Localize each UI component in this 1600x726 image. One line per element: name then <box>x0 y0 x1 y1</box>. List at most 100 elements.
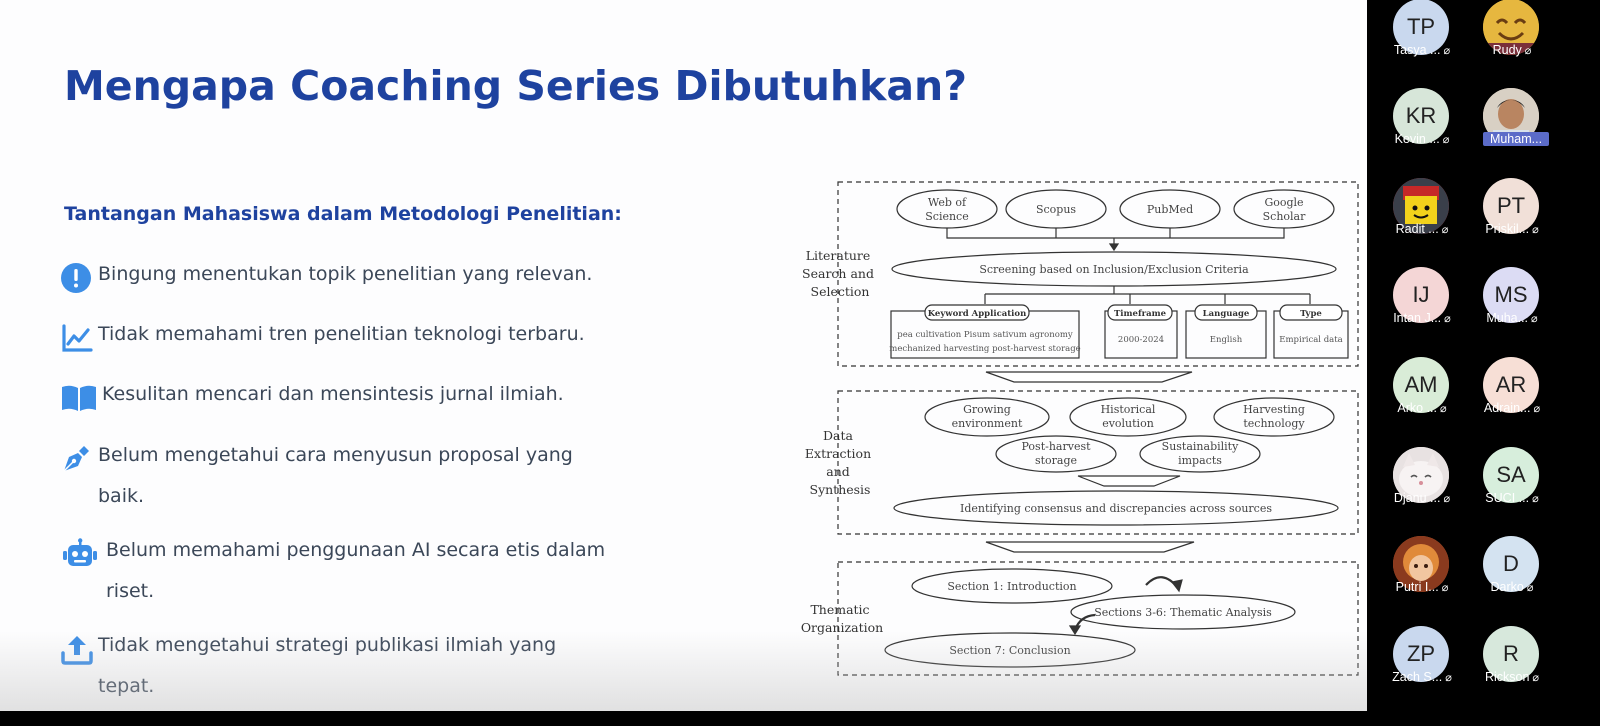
bullet-item: Tidak mengetahui strategi publikasi ilmi… <box>60 631 556 707</box>
participant-avatar: ZP <box>1393 626 1449 682</box>
participant-avatar <box>1393 447 1449 503</box>
phase1-label: Literature Search and Selection <box>802 248 878 299</box>
svg-text:English: English <box>1210 335 1243 345</box>
participant-tile[interactable]: Djanu ...⌀ <box>1377 445 1467 531</box>
participant-name: Adrain...⌀ <box>1483 401 1541 415</box>
participant-avatar: D <box>1483 536 1539 592</box>
source-pubmed: PubMed <box>1147 203 1193 216</box>
bullet-text: Tidak memahami tren penelitian teknologi… <box>98 323 585 345</box>
source-scopus: Scopus <box>1036 203 1076 216</box>
participant-avatar: MS <box>1483 267 1539 323</box>
phase1-box <box>837 181 1359 367</box>
mic-muted-icon: ⌀ <box>1532 224 1539 236</box>
participant-name: Muham... <box>1483 132 1549 146</box>
participant-name: Muha...⌀ <box>1486 311 1538 325</box>
phase3-box <box>837 561 1359 676</box>
section-conclusion: Section 7: Conclusion <box>949 644 1070 657</box>
synthesis-text: Identifying consensus and discrepancies … <box>960 502 1272 515</box>
svg-text:Language: Language <box>1203 309 1250 319</box>
svg-text:pea cultivation Pisum sati: pea cultivation Pisum sativum agronomy <box>897 330 1073 340</box>
participant-name: Djanu ...⌀ <box>1393 491 1451 505</box>
bullet-item: Belum memahami penggunaan AI secara etis… <box>60 536 605 612</box>
participant-avatar: IJ <box>1393 267 1449 323</box>
svg-text:Keyword Application: Keyword Application <box>928 309 1027 319</box>
upload-icon <box>60 633 98 665</box>
participant-tile[interactable]: Muham... <box>1467 86 1557 172</box>
bullet-item: Bingung menentukan topik penelitian yang… <box>60 260 592 295</box>
svg-text:mechanized harvesting post: mechanized harvesting post-harvest stora… <box>889 344 1080 354</box>
book-open-icon <box>60 382 102 414</box>
mic-muted-icon: ⌀ <box>1532 493 1539 505</box>
participant-name: Intan J...⌀ <box>1393 311 1451 325</box>
participant-name: Rickson⌀ <box>1484 670 1540 684</box>
slide-title: Mengapa Coaching Series Dibutuhkan? <box>64 62 967 110</box>
mic-muted-icon: ⌀ <box>1532 672 1540 684</box>
mic-muted-icon: ⌀ <box>1441 224 1449 236</box>
participant-avatar <box>1393 178 1449 234</box>
presentation-slide: Mengapa Coaching Series Dibutuhkan? Tant… <box>0 0 1367 711</box>
bullet-text: Belum mengetahui cara menyusun proposal … <box>98 444 573 507</box>
participant-avatar: TP <box>1393 0 1449 55</box>
svg-text:Timeframe: Timeframe <box>1114 309 1167 319</box>
participant-name: Darko⌀ <box>1490 580 1534 594</box>
phase2-label: Data Extraction and Synthesis <box>805 428 875 497</box>
robot-icon <box>60 538 106 570</box>
participant-tile[interactable]: Rudy⌀ <box>1467 0 1557 83</box>
participant-name: Putri I...⌀ <box>1395 580 1449 594</box>
phase2-box <box>837 390 1359 535</box>
methodology-flow-diagram: Literature Search and Selection Data Ext… <box>801 181 1359 676</box>
bullet-text: Belum memahami penggunaan AI secara etis… <box>106 539 606 602</box>
participant-name: Priskil...⌀ <box>1485 222 1539 236</box>
participant-tile[interactable]: Radit ...⌀ <box>1377 176 1467 262</box>
phase3-label: Thematic Organization <box>801 602 883 635</box>
participant-avatar: PT <box>1483 178 1539 234</box>
bullet-text: Kesulitan mencari dan mensintesis jurnal… <box>102 383 564 405</box>
participant-avatar: AM <box>1393 357 1449 413</box>
alert-circle-icon <box>60 262 98 294</box>
participant-tile[interactable]: Putri I...⌀ <box>1377 534 1467 620</box>
mic-muted-icon: ⌀ <box>1531 313 1538 325</box>
participant-avatar: SA <box>1483 447 1539 503</box>
participant-name: Radit ...⌀ <box>1395 222 1449 236</box>
mic-muted-icon: ⌀ <box>1443 45 1451 57</box>
mic-muted-icon: ⌀ <box>1442 134 1450 146</box>
mic-muted-icon: ⌀ <box>1444 313 1451 325</box>
mic-muted-icon: ⌀ <box>1445 672 1452 684</box>
participant-avatar: AR <box>1483 357 1539 413</box>
mic-muted-icon: ⌀ <box>1526 582 1534 594</box>
svg-text:2000-2024: 2000-2024 <box>1118 335 1164 345</box>
bullet-item: Belum mengetahui cara menyusun proposal … <box>60 441 573 517</box>
participant-avatar: R <box>1483 626 1539 682</box>
bullet-item: Kesulitan mencari dan mensintesis jurnal… <box>60 380 564 415</box>
participant-name: Kevin ...⌀ <box>1394 132 1450 146</box>
bullet-text: Bingung menentukan topik penelitian yang… <box>98 263 593 285</box>
mic-muted-icon: ⌀ <box>1443 493 1451 505</box>
pen-nib-icon <box>60 443 98 475</box>
section-thematic: Sections 3-6: Thematic Analysis <box>1094 606 1272 619</box>
mic-muted-icon: ⌀ <box>1533 403 1541 415</box>
participant-name: Arko ...⌀ <box>1397 401 1447 415</box>
bullet-text: Tidak mengetahui strategi publikasi ilmi… <box>98 634 557 697</box>
mic-muted-icon: ⌀ <box>1524 45 1532 57</box>
svg-text:Type: Type <box>1300 309 1322 319</box>
mic-muted-icon: ⌀ <box>1439 403 1447 415</box>
